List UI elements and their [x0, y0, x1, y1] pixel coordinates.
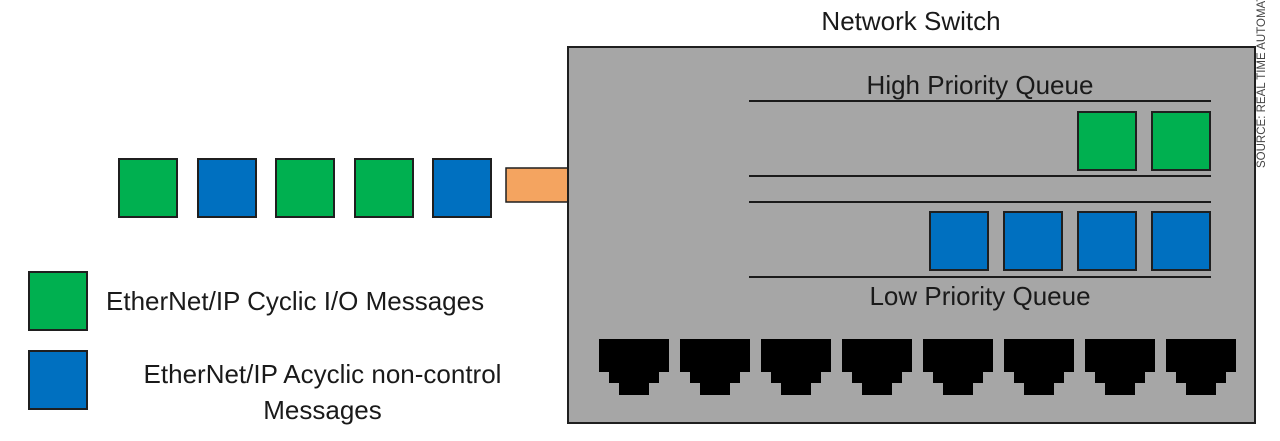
ethernet-port-icon: [761, 339, 831, 395]
legend-acyclic-label: EtherNet/IP Acyclic non-control Messages: [100, 356, 545, 428]
low-queue-bottom-rail: [749, 276, 1211, 278]
high-queue-cyclic-message: [1151, 111, 1211, 171]
ethernet-port-icon: [923, 339, 993, 395]
legend-cyclic-swatch: [28, 271, 88, 331]
incoming-cyclic-message: [353, 158, 414, 218]
ethernet-port-icon: [680, 339, 750, 395]
low-priority-queue-label: Low Priority Queue: [869, 281, 1091, 311]
source-credit-text: SOURCE: REAL TIME AUTOMATION: [1256, 0, 1268, 168]
high-queue-cyclic-message: [1077, 111, 1137, 171]
switch-title: Network Switch: [821, 6, 1001, 36]
low-queue-acyclic-message: [1077, 211, 1137, 271]
legend-cyclic-label: EtherNet/IP Cyclic I/O Messages: [106, 286, 485, 316]
source-credit: SOURCE: REAL TIME AUTOMATION: [1256, 0, 1268, 168]
ethernet-port-icon: [1085, 339, 1155, 395]
incoming-acyclic-message: [196, 158, 257, 218]
high-queue-top-rail: [749, 100, 1211, 102]
incoming-cyclic-message: [118, 158, 178, 218]
low-queue-acyclic-message: [929, 211, 989, 271]
high-priority-queue-label: High Priority Queue: [866, 70, 1094, 100]
low-queue-acyclic-message: [1003, 211, 1063, 271]
ethernet-port-icon: [842, 339, 912, 395]
low-queue-acyclic-message: [1151, 211, 1211, 271]
legend-acyclic-swatch: [28, 350, 88, 410]
legend-acyclic-label-line1: EtherNet/IP Acyclic non-control: [143, 359, 502, 389]
legend-acyclic-label-line2: Messages: [263, 395, 382, 425]
ethernet-port-icon: [599, 339, 669, 395]
low-queue-top-rail: [749, 201, 1211, 203]
ethernet-port-icon: [1004, 339, 1074, 395]
high-queue-bottom-rail: [749, 175, 1211, 177]
incoming-cyclic-message: [275, 158, 335, 218]
ethernet-port-icon: [1166, 339, 1236, 395]
incoming-acyclic-message: [432, 158, 492, 218]
